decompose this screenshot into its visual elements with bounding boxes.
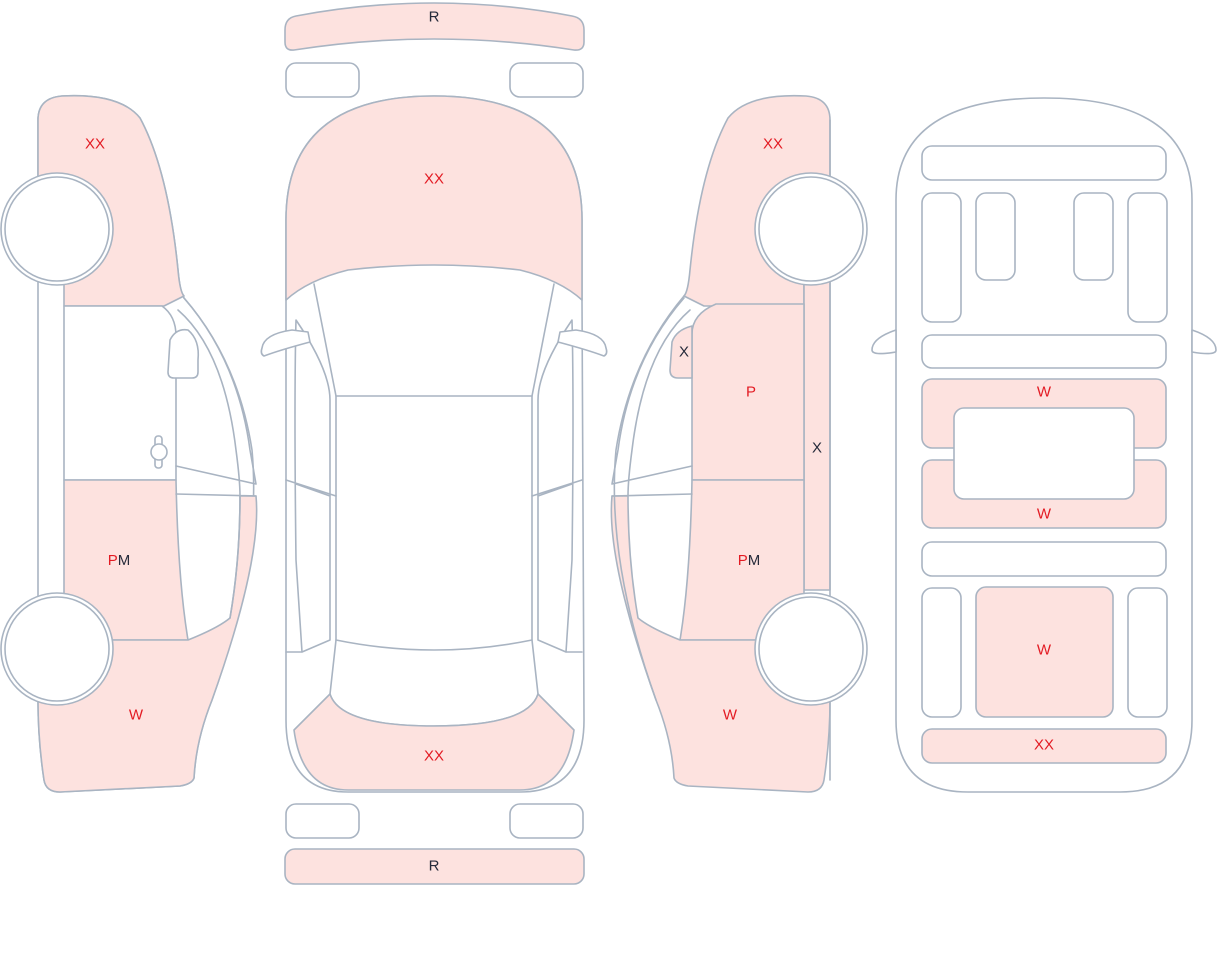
center-console[interactable] [921,334,1167,369]
front-bumper-panel[interactable] [284,848,585,885]
top-left-mirror[interactable] [260,329,311,357]
left-front-door[interactable] [63,305,177,481]
left-rear-quarter-label: W [129,707,144,724]
rear-bench[interactable] [921,541,1167,577]
top-roof [335,395,533,651]
floor-trunk-panel[interactable] [975,586,1114,718]
left-rear-wheel-inner [4,596,110,702]
top-hood[interactable] [285,95,583,301]
floor-middle-label: W [1037,506,1052,523]
front-light-left[interactable] [285,803,360,839]
top-trunk-label: XX [424,748,444,765]
right-rear-wheel-inner [758,596,864,702]
left-pillar-line [229,495,241,619]
top-windshield [313,283,555,397]
right-rocker-label: X [812,440,822,457]
left-front-wheel-inner [4,176,110,282]
left-front-fender-label: XX [85,136,105,153]
right-front-door[interactable] [691,303,805,481]
right-rear-quarter-label: W [723,707,738,724]
rear-bumper-panel[interactable] [284,2,585,51]
right-front-door-label: P [746,384,756,401]
right-window-frame [611,297,693,497]
underbody-left-mirror [871,329,897,355]
floor-rear-panel[interactable] [921,728,1167,764]
right-rocker-panel[interactable] [803,269,831,591]
left-side-view: XX PM W [0,94,258,793]
rear-bumper-label: R [429,9,440,26]
interior-left-front[interactable] [921,192,962,323]
rear-light-right[interactable] [509,62,584,98]
seat-front-right[interactable] [1073,192,1114,281]
floor-front-label: W [1037,384,1052,401]
right-mirror[interactable] [669,325,693,379]
right-side-view: XX X P PM W X [610,94,868,793]
top-left-pillars [285,319,337,653]
front-bumper-label: R [429,858,440,875]
underbody-view: W W W XX [871,97,1217,793]
left-mirror[interactable] [167,328,200,379]
left-door-lock [150,443,168,461]
interior-right-rear[interactable] [1127,587,1168,718]
dashboard-panel[interactable] [921,145,1167,181]
front-light-right[interactable] [509,803,584,839]
floor-trunk-label: W [1037,642,1052,659]
top-view: XX XX [260,95,608,793]
interior-right-front[interactable] [1127,192,1168,323]
top-trunk[interactable] [293,693,575,791]
underbody-outline [895,97,1193,793]
floor-rear-label: XX [1034,737,1054,754]
right-front-wheel-inner [758,176,864,282]
rear-light-left[interactable] [285,62,360,98]
right-front-fender-label: XX [763,136,783,153]
left-rear-door-label: PM [108,552,131,569]
top-right-mirror[interactable] [557,329,608,357]
seat-front-left[interactable] [975,192,1016,281]
top-rear-window [329,639,539,727]
top-view-rear-area: R [284,2,585,98]
sunroof-panel[interactable] [953,407,1135,500]
top-right-pillars [531,319,583,653]
underbody-right-mirror [1191,329,1217,355]
right-mirror-label: X [679,344,689,361]
right-rear-door-label: PM [738,552,761,569]
top-hood-label: XX [424,171,444,188]
interior-left-rear[interactable] [921,587,962,718]
top-view-front-area: R [284,803,585,885]
left-window-frame [175,297,257,497]
